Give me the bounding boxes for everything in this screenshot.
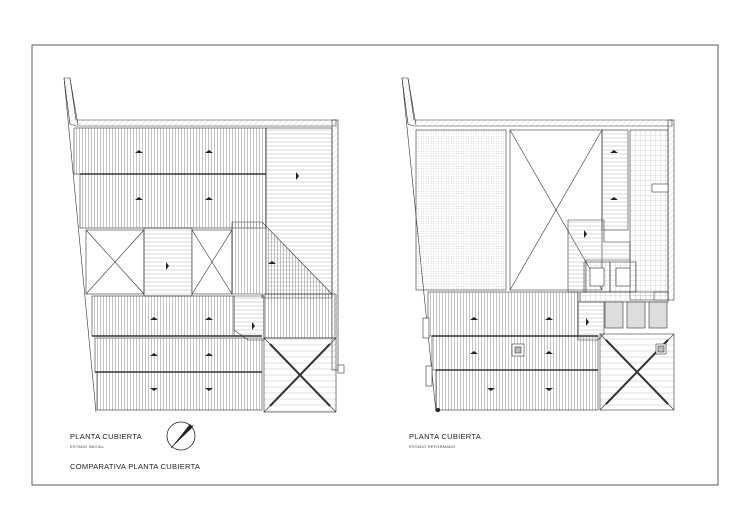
- slope-arrow-icon: [268, 261, 276, 264]
- north-arrow-icon: [166, 421, 196, 451]
- courtyard-strip: [579, 291, 669, 303]
- tower-upper: [263, 293, 337, 339]
- slope-arrow-icon: [150, 353, 158, 356]
- slope-arrow-icon: [205, 353, 213, 356]
- right-slope-arrows: [470, 150, 618, 391]
- slope-arrow-icon: [135, 197, 143, 200]
- roof-slope-r-lower-1: [427, 291, 579, 337]
- slope-arrow-icon: [252, 322, 255, 330]
- slope-arrow-icon: [545, 388, 553, 391]
- slope-arrow-icon: [166, 262, 169, 270]
- skylight-1: [604, 301, 624, 329]
- terrace-grid: [629, 129, 669, 301]
- skylight-3: [648, 301, 668, 329]
- roof-slope-lower-2: [94, 337, 263, 373]
- roof-slope-mid-small: [143, 227, 193, 297]
- slope-arrow-icon: [296, 172, 299, 180]
- slope-arrow-icon: [545, 317, 553, 320]
- slope-arrow-icon: [205, 150, 213, 153]
- slope-arrow-icon: [586, 318, 589, 326]
- skylight-2: [626, 301, 646, 329]
- slope-arrow-icon: [610, 197, 618, 200]
- right-roof-plan: [401, 77, 675, 413]
- slope-arrow-icon: [135, 150, 143, 153]
- roof-slope-top: [73, 127, 267, 175]
- roof-slope-second: [79, 173, 267, 229]
- roof-slope-narrow: [601, 129, 629, 231]
- right-plan-title: PLANTA CUBIERTA: [409, 432, 482, 441]
- left-plan-title: PLANTA CUBIERTA: [70, 432, 143, 441]
- slope-arrow-icon: [150, 388, 158, 391]
- sheet-title: COMPARATIVA PLANTA CUBIERTA: [70, 462, 201, 471]
- slope-arrow-icon: [150, 317, 158, 320]
- slope-arrow-icon: [205, 317, 213, 320]
- terrace-dotted: [415, 129, 507, 291]
- slope-arrow-icon: [487, 388, 495, 391]
- roof-slope-lower-1: [91, 295, 235, 337]
- left-plan-subtitle: ESTADO INICIAL: [70, 444, 105, 449]
- slope-arrow-icon: [205, 388, 213, 391]
- party-wall-reformed: [401, 77, 673, 127]
- slope-arrow-icon: [470, 317, 478, 320]
- slope-arrow-icon: [545, 351, 553, 354]
- right-plan-subtitle: ESTADO REFORMADO: [409, 444, 456, 449]
- roof-slope-r-lower-3: [435, 369, 599, 411]
- left-roof-plan: [63, 77, 345, 413]
- roof-slope-diagonal: [233, 295, 265, 341]
- slope-arrow-icon: [610, 150, 618, 153]
- roof-slope-lower-3: [96, 371, 263, 411]
- slope-arrow-icon: [584, 230, 587, 238]
- slope-arrow-icon: [205, 197, 213, 200]
- party-wall: [63, 77, 337, 127]
- slope-arrow-icon: [470, 351, 478, 354]
- left-slope-arrows: [135, 150, 299, 391]
- sheet-border: [31, 44, 719, 486]
